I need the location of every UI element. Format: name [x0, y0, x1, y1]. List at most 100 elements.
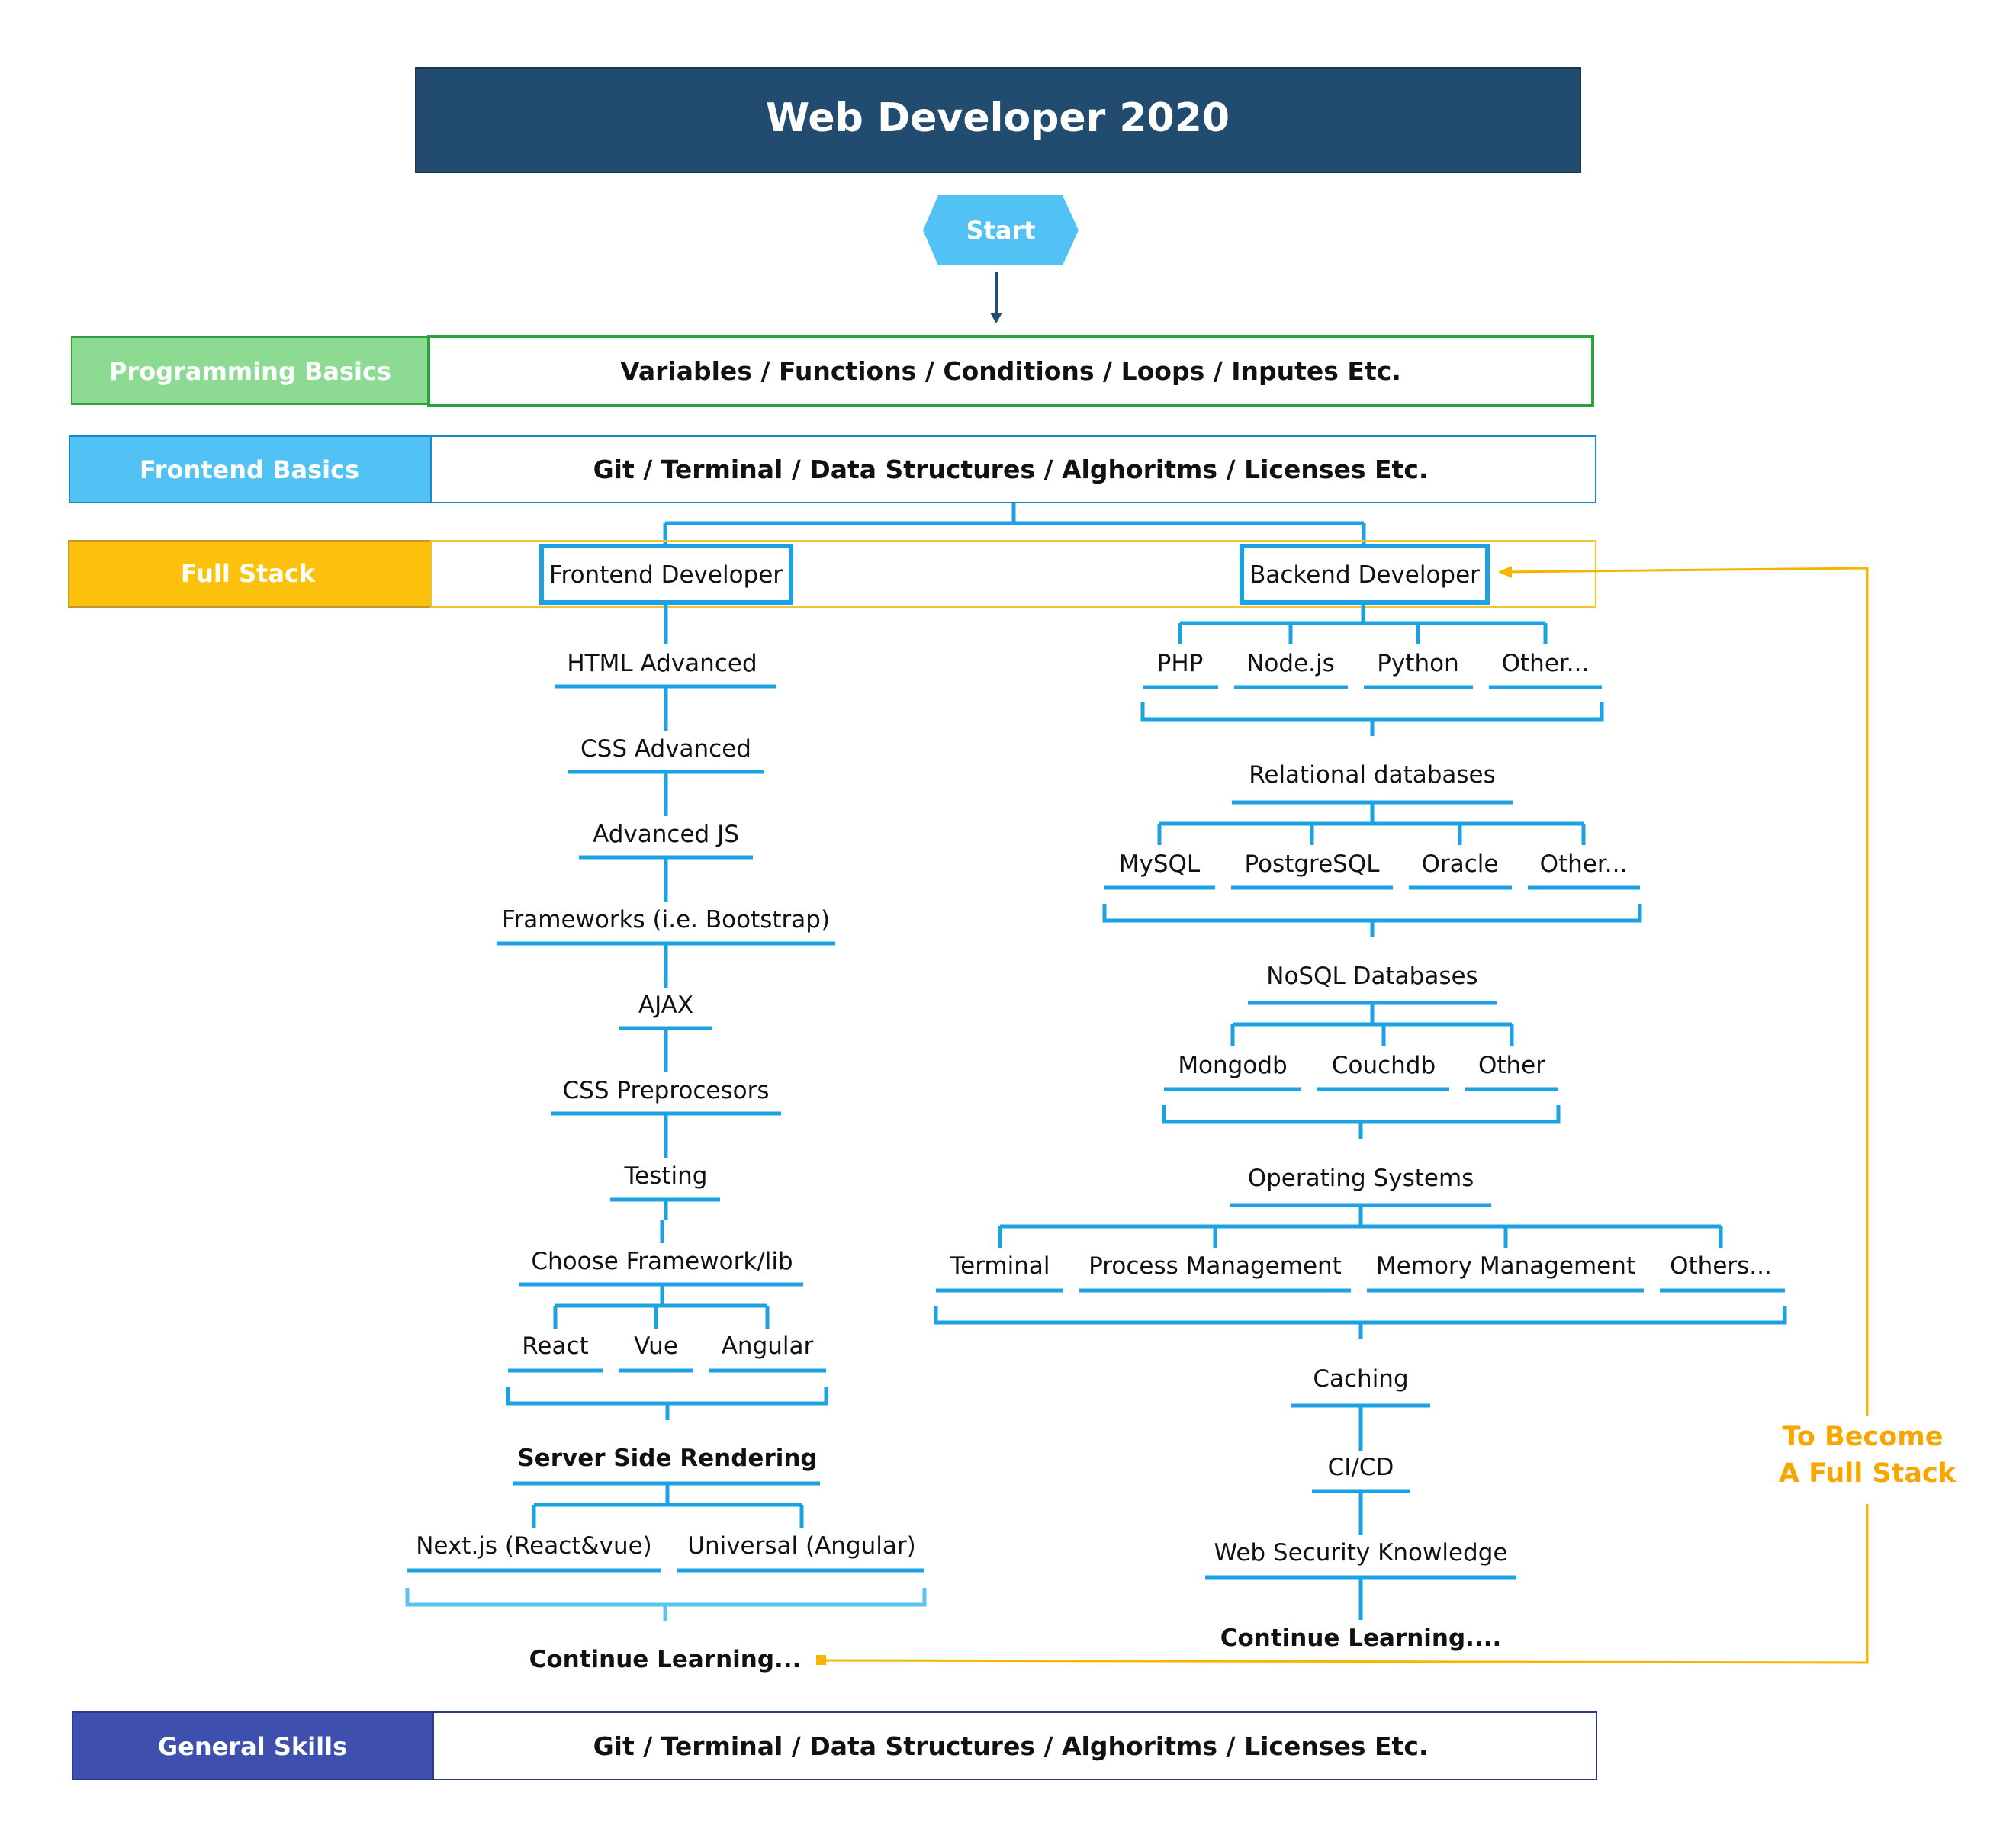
backend-step: CI/CD	[1312, 1454, 1410, 1493]
ssr-node: Server Side Rendering	[513, 1445, 820, 1486]
relational-item-label: Oracle	[1422, 850, 1499, 878]
nosql-connector	[1230, 1003, 1514, 1046]
row-full-stack: Full Stack	[68, 540, 1596, 608]
frontend-step: HTML Advanced	[555, 650, 776, 689]
frontend-spine	[660, 603, 668, 1243]
row-general-skills: General Skills Git / Terminal / Data Str…	[72, 1711, 1597, 1780]
backend-step-label: CI/CD	[1328, 1454, 1394, 1481]
backend-step-label: Caching	[1313, 1365, 1408, 1393]
backend-column: PHP Node.js Python Other... Relational d…	[934, 603, 1787, 1652]
nosql-item-label: Other	[1478, 1052, 1545, 1079]
relational-item-label: PostgreSQL	[1244, 850, 1380, 878]
ssr-label: Server Side Rendering	[517, 1445, 817, 1472]
frontend-step: Testing	[610, 1162, 720, 1202]
relational-bracket	[1102, 904, 1642, 937]
nosql-item-label: Couchdb	[1332, 1052, 1436, 1079]
ssr-option: Universal (Angular)	[677, 1532, 924, 1573]
row-programming-basics: Programming Basics Variables / Functions…	[71, 335, 1594, 407]
os-label: Operating Systems	[1248, 1165, 1474, 1192]
os-item: Others...	[1660, 1252, 1785, 1293]
os-node: Operating Systems	[1230, 1165, 1491, 1207]
languages-connector	[1178, 603, 1548, 644]
os-item-label: Terminal	[949, 1252, 1050, 1280]
ssr-option: Next.js (React&vue)	[407, 1532, 661, 1573]
frontend-continue-label: Continue Learning...	[529, 1646, 802, 1673]
start-node: Start	[923, 195, 1079, 265]
os-item-label: Process Management	[1088, 1252, 1342, 1280]
os-bracket	[934, 1306, 1787, 1339]
relational-node: Relational databases	[1232, 761, 1513, 805]
language-item: Other...	[1489, 650, 1602, 689]
title-text: Web Developer 2020	[766, 95, 1230, 141]
ssr-connector	[532, 1483, 804, 1528]
frontend-step: Choose Framework/lib	[519, 1248, 803, 1287]
languages-bracket	[1140, 702, 1604, 736]
nosql-item: Couchdb	[1317, 1052, 1449, 1091]
os-connector	[998, 1205, 1723, 1248]
frontend-column: HTML Advanced CSS Advanced Advanced JS F…	[405, 603, 927, 1673]
general-skills-label: General Skills	[158, 1732, 347, 1761]
relational-item-label: Other...	[1540, 850, 1628, 878]
framework-label: Angular	[722, 1332, 814, 1360]
frontend-continue: Continue Learning...	[529, 1646, 802, 1673]
row-frontend-basics: Frontend Basics Git / Terminal / Data St…	[69, 435, 1596, 503]
framework-item: React	[508, 1332, 603, 1373]
programming-basics-content: Variables / Functions / Conditions / Loo…	[620, 356, 1401, 386]
frontend-step-label: CSS Preprocesors	[563, 1077, 770, 1104]
nosql-item: Other	[1465, 1052, 1558, 1091]
frontend-step: Advanced JS	[579, 821, 753, 860]
frontend-step: CSS Preprocesors	[551, 1077, 781, 1116]
framework-item: Angular	[709, 1332, 826, 1373]
frontend-basics-content: Git / Terminal / Data Structures / Algho…	[593, 455, 1429, 484]
frontend-step-label: AJAX	[638, 991, 693, 1019]
backend-developer-label: Backend Developer	[1249, 561, 1480, 589]
full-stack-loop: To Become A Full Stack	[816, 566, 1957, 1665]
frameworks-connector	[553, 1284, 770, 1329]
framework-item: Vue	[619, 1332, 693, 1373]
loop-label-line-1: To Become	[1783, 1422, 1944, 1452]
language-item: Python	[1364, 650, 1473, 689]
os-item-label: Others...	[1670, 1252, 1772, 1280]
os-item-label: Memory Management	[1376, 1252, 1635, 1280]
relational-item: Oracle	[1409, 850, 1512, 890]
language-label: Other...	[1502, 650, 1590, 677]
frontend-basics-label: Frontend Basics	[140, 455, 359, 484]
ssr-option-label: Universal (Angular)	[687, 1532, 915, 1560]
framework-label: Vue	[634, 1332, 678, 1360]
backend-developer-node: Backend Developer	[1240, 544, 1490, 605]
frontend-step-label: CSS Advanced	[580, 735, 751, 763]
programming-basics-label: Programming Basics	[109, 357, 391, 386]
backend-step-label: Web Security Knowledge	[1214, 1539, 1507, 1567]
general-skills-content: Git / Terminal / Data Structures / Algho…	[593, 1731, 1429, 1761]
frontend-step-label: Testing	[624, 1162, 708, 1190]
split-connector	[663, 503, 1366, 546]
os-item: Process Management	[1079, 1252, 1351, 1293]
nosql-label: NoSQL Databases	[1266, 963, 1477, 990]
relational-item: Other...	[1528, 850, 1640, 890]
frontend-step: Frameworks (i.e. Bootstrap)	[497, 906, 835, 946]
language-item: PHP	[1143, 650, 1218, 689]
nosql-item: Mongodb	[1164, 1052, 1301, 1091]
nosql-item-label: Mongodb	[1178, 1052, 1287, 1079]
frontend-developer-node: Frontend Developer	[539, 544, 793, 605]
start-arrow	[990, 272, 1002, 323]
relational-item: PostgreSQL	[1231, 850, 1393, 890]
backend-continue: Continue Learning....	[1220, 1625, 1502, 1652]
frontend-developer-label: Frontend Developer	[549, 561, 783, 589]
relational-label: Relational databases	[1249, 761, 1496, 789]
frontend-step-label: Choose Framework/lib	[531, 1248, 793, 1275]
relational-item-label: MySQL	[1119, 850, 1201, 878]
frameworks-bracket	[506, 1387, 828, 1420]
relational-item: MySQL	[1104, 850, 1215, 890]
language-label: Python	[1377, 650, 1458, 677]
frontend-step-label: HTML Advanced	[567, 650, 757, 677]
nosql-bracket	[1162, 1105, 1561, 1139]
backend-continue-label: Continue Learning....	[1220, 1625, 1502, 1652]
nosql-node: NoSQL Databases	[1248, 963, 1497, 1005]
frontend-step-label: Advanced JS	[593, 821, 739, 848]
loop-label-line-2: A Full Stack	[1779, 1458, 1957, 1489]
relational-connector	[1157, 802, 1586, 845]
language-label: PHP	[1157, 650, 1204, 677]
full-stack-label: Full Stack	[181, 559, 316, 588]
